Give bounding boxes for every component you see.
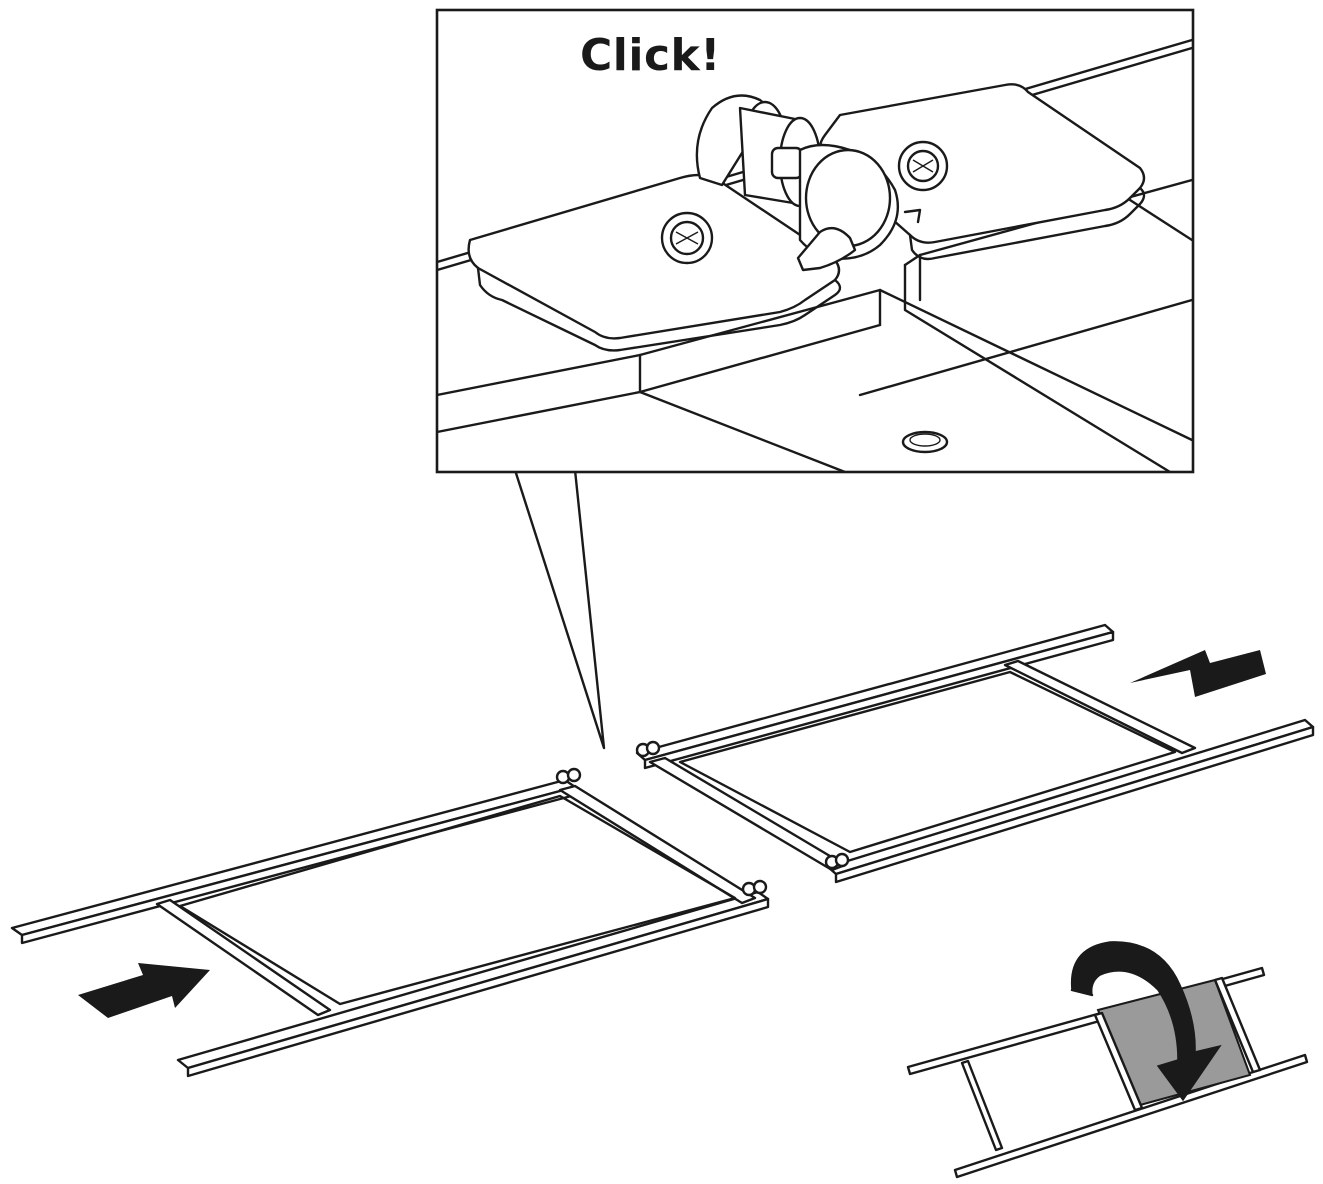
arrow-left-icon [1130,650,1266,697]
left-frame [10,767,770,1078]
arrow-right-icon [78,963,210,1018]
right-frame [635,623,1315,884]
rotate-arrow-icon [1070,941,1222,1102]
detail-callout [435,8,1195,750]
callout-pointer [513,468,606,750]
flip-inset [906,941,1309,1179]
click-label: Click! [580,30,721,81]
hinge-closeup [438,38,1192,471]
